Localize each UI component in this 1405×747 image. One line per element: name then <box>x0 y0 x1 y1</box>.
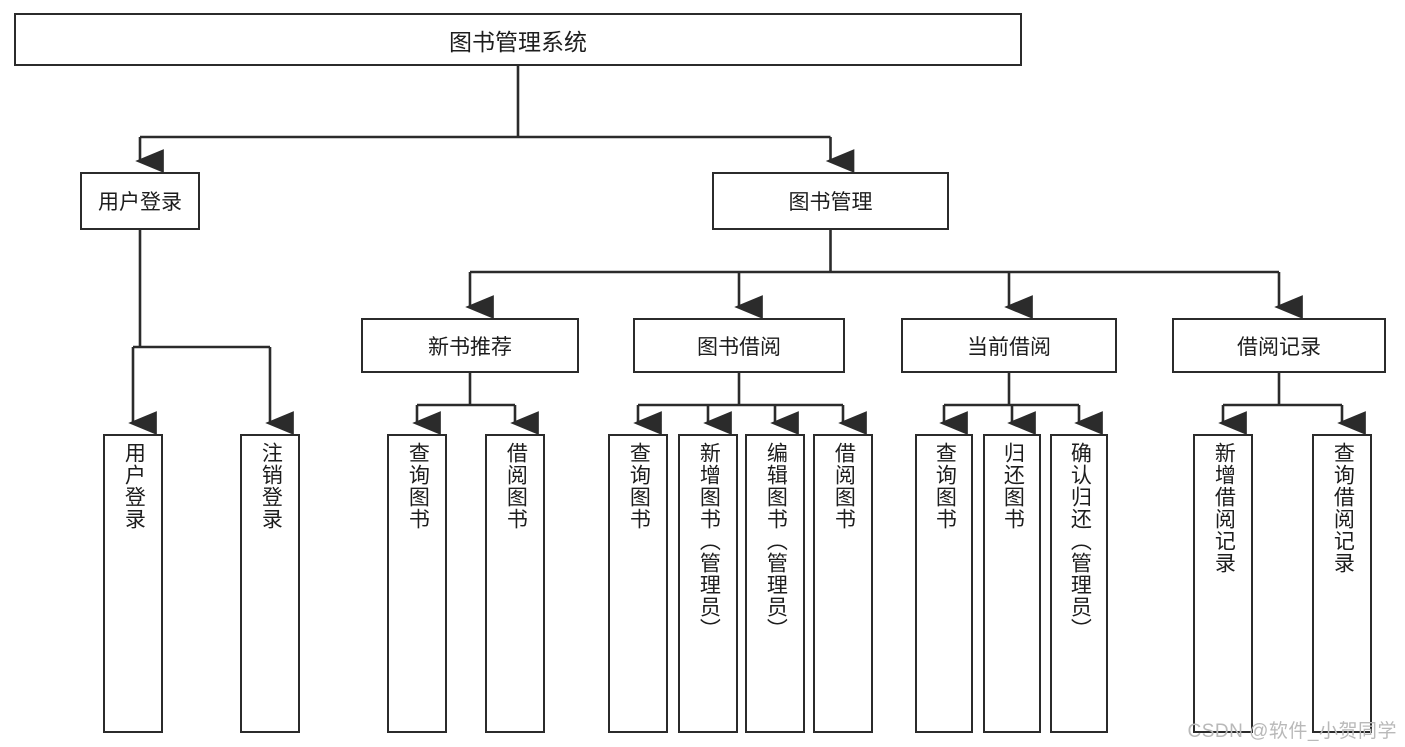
watermark-text: CSDN @软件_小贺同学 <box>1187 721 1397 742</box>
node-label: 新增借阅记录 <box>1212 442 1236 574</box>
node-label: 新增图书（管理员） <box>697 442 721 640</box>
node-label: 图书管理 <box>788 191 873 214</box>
node-label: 用户登录 <box>98 191 182 214</box>
node-label: 借阅记录 <box>1237 335 1321 359</box>
node-label: 当前借阅 <box>967 335 1051 359</box>
leaf-borrow-book-recommend[interactable]: 借阅图书 <box>485 434 545 733</box>
node-label: 查询图书 <box>406 442 430 530</box>
node-label: 归还图书 <box>1001 442 1025 530</box>
leaf-add-book-admin[interactable]: 新增图书（管理员） <box>678 434 738 733</box>
node-root-system[interactable]: 图书管理系统 <box>14 13 1022 66</box>
node-user-login[interactable]: 用户登录 <box>80 172 200 230</box>
leaf-query-book-borrow[interactable]: 查询图书 <box>608 434 668 733</box>
node-label: 查询图书 <box>627 442 651 530</box>
leaf-logout[interactable]: 注销登录 <box>240 434 300 733</box>
node-label: 查询图书 <box>933 442 957 530</box>
node-label: 查询借阅记录 <box>1331 442 1355 574</box>
leaf-query-borrow-record[interactable]: 查询借阅记录 <box>1312 434 1372 733</box>
leaf-query-book-current[interactable]: 查询图书 <box>915 434 973 733</box>
node-label: 确认归还（管理员） <box>1068 442 1092 640</box>
node-book-management[interactable]: 图书管理 <box>712 172 949 230</box>
leaf-borrow-book[interactable]: 借阅图书 <box>813 434 873 733</box>
node-label: 编辑图书（管理员） <box>764 442 788 640</box>
node-label: 图书管理系统 <box>449 28 587 55</box>
node-label: 借阅图书 <box>832 442 856 530</box>
node-current-borrow[interactable]: 当前借阅 <box>901 318 1117 373</box>
node-book-borrow[interactable]: 图书借阅 <box>633 318 845 373</box>
node-new-book-recommend[interactable]: 新书推荐 <box>361 318 579 373</box>
leaf-edit-book-admin[interactable]: 编辑图书（管理员） <box>745 434 805 733</box>
node-label: 图书借阅 <box>697 335 781 359</box>
leaf-user-login[interactable]: 用户登录 <box>103 434 163 733</box>
leaf-return-book[interactable]: 归还图书 <box>983 434 1041 733</box>
leaf-query-book-recommend[interactable]: 查询图书 <box>387 434 447 733</box>
node-borrow-record[interactable]: 借阅记录 <box>1172 318 1386 373</box>
node-label: 用户登录 <box>122 442 146 530</box>
leaf-add-borrow-record[interactable]: 新增借阅记录 <box>1193 434 1253 733</box>
node-label: 新书推荐 <box>428 335 512 359</box>
leaf-confirm-return-admin[interactable]: 确认归还（管理员） <box>1050 434 1108 733</box>
node-label: 借阅图书 <box>504 442 528 530</box>
node-label: 注销登录 <box>259 442 283 530</box>
